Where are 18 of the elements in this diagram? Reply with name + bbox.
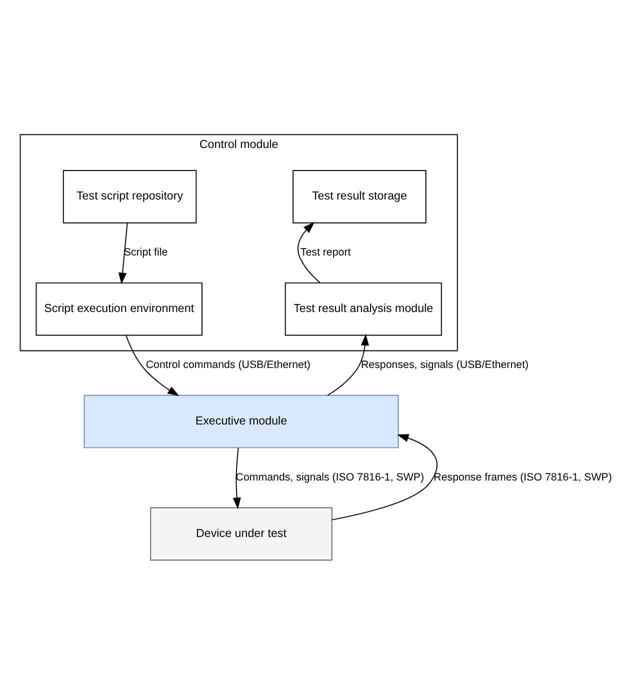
node-box: Test result storage bbox=[292, 170, 426, 223]
arrow bbox=[332, 434, 438, 520]
node-box: Test result analysis module bbox=[284, 282, 442, 336]
edge-label: Test report bbox=[300, 246, 351, 258]
arrow bbox=[327, 333, 370, 396]
edge-label: Control commands (USB/Ethernet) bbox=[146, 358, 310, 371]
node-box: Test script repository bbox=[62, 170, 197, 223]
edge-label: Commands, signals (ISO 7816-1, SWP) bbox=[236, 470, 424, 483]
edge-label: Script file bbox=[124, 246, 168, 258]
node-box: Executive module bbox=[84, 394, 399, 448]
arrow bbox=[232, 446, 241, 509]
edge-label: Responses, signals (USB/Ethernet) bbox=[360, 358, 529, 371]
node-box: Script execution environment bbox=[36, 282, 202, 336]
arrow bbox=[298, 221, 320, 283]
arrow bbox=[118, 222, 128, 284]
node-box: Device under test bbox=[150, 506, 332, 560]
edge-label: Response frames (ISO 7816-1, SWP) bbox=[434, 470, 612, 483]
arrow bbox=[126, 334, 180, 396]
